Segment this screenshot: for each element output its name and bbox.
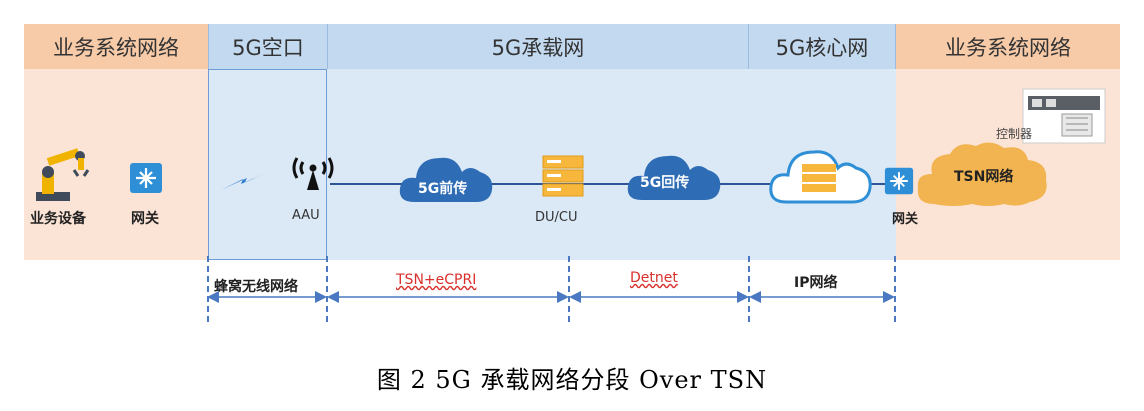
- left-business-zone: [24, 69, 208, 260]
- tsn-network-label: TSN网络: [954, 169, 1014, 185]
- core-cloud-icon: [769, 150, 872, 204]
- gateway-right-label: 网关: [892, 212, 919, 227]
- gateway-left-icon: [130, 163, 162, 193]
- header-transport: 5G承载网: [327, 24, 748, 69]
- air-interface-box: [208, 69, 327, 260]
- backhaul-label: 5G回传: [640, 175, 690, 191]
- du-cu-label: DU/CU: [535, 210, 578, 225]
- segment-tsn-ecpri-label: TSN+eCPRI: [396, 272, 477, 288]
- separator-5: [894, 256, 896, 322]
- segment-detnet-label: Detnet: [630, 270, 678, 286]
- gateway-right-icon: [884, 167, 914, 195]
- separator-2: [326, 256, 328, 322]
- robot-arm-icon: [36, 148, 90, 201]
- aau-label: AAU: [292, 208, 320, 223]
- segment-arrows: [207, 291, 895, 303]
- link-line: [330, 183, 895, 185]
- header-right-business: 业务系统网络: [896, 24, 1120, 69]
- controller-icon: [1022, 88, 1106, 144]
- business-device-label: 业务设备: [30, 211, 86, 227]
- figure-caption: 图 2 5G 承载网络分段 Over TSN: [376, 366, 768, 394]
- fronthaul-cloud: [399, 157, 493, 202]
- header-left-business: 业务系统网络: [24, 24, 208, 69]
- separator-4: [748, 256, 750, 322]
- separator-1: [207, 256, 209, 322]
- header-core: 5G核心网: [748, 24, 896, 69]
- separator-3: [568, 256, 570, 322]
- wireless-signal-icon: [221, 173, 267, 190]
- header-air-interface: 5G空口: [208, 24, 327, 69]
- tsn-network-cloud: [917, 142, 1047, 206]
- controller-label: 控制器: [996, 127, 1033, 141]
- segment-ip-network-label: IP网络: [794, 275, 838, 291]
- gateway-left-label: 网关: [131, 211, 159, 227]
- fronthaul-label: 5G前传: [418, 181, 468, 197]
- du-cu-server-icon: [542, 155, 584, 197]
- backhaul-cloud: [627, 155, 721, 200]
- aau-antenna-icon: [292, 157, 334, 190]
- segment-cellular-label: 蜂窝无线网络: [214, 279, 298, 295]
